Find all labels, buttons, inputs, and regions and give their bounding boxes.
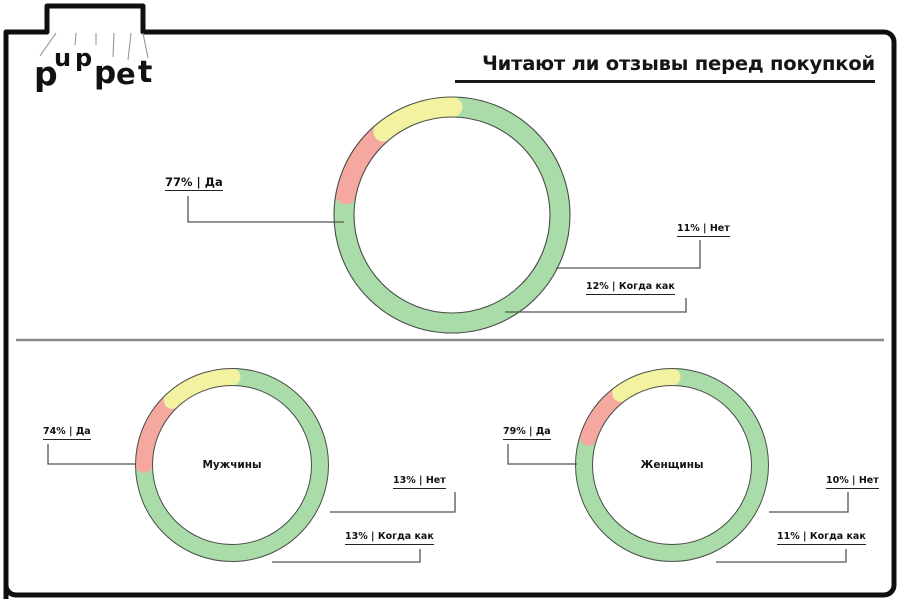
center-label-women: Женщины	[640, 459, 704, 471]
logo-letter-p2: p	[75, 44, 92, 72]
segment-women-no[interactable]	[580, 388, 625, 446]
segment-overall-sometimes[interactable]	[373, 96, 463, 142]
callout-men-sometimes[interactable]: 13% | Когда как	[345, 531, 434, 545]
segment-women-sometimes[interactable]	[612, 368, 681, 402]
logo-letter-u: u	[54, 44, 71, 72]
callout-overall-sometimes[interactable]: 12% | Когда как	[586, 281, 675, 295]
title-underline	[455, 80, 875, 83]
callout-women-no[interactable]: 10% | Нет	[826, 475, 879, 489]
donut-overall	[333, 96, 571, 334]
logo-letter-p3: p	[94, 55, 116, 91]
page-title: Читают ли отзывы перед покупкой	[482, 52, 875, 75]
callout-overall-no[interactable]: 11% | Нет	[677, 223, 730, 237]
callout-women-sometimes[interactable]: 11% | Когда как	[777, 531, 866, 545]
center-label-men: Мужчины	[202, 459, 262, 471]
segment-overall-no[interactable]	[335, 125, 389, 205]
callout-men-yes[interactable]: 74% | Да	[43, 426, 91, 440]
callout-men-no[interactable]: 13% | Нет	[393, 475, 446, 489]
brand-logo[interactable]: p u p p e t	[34, 43, 234, 93]
logo-letter-p1: p	[34, 54, 58, 93]
segment-overall-yes[interactable]	[344, 107, 560, 323]
logo-letter-t: t	[138, 55, 152, 90]
callout-overall-yes[interactable]: 77% | Да	[165, 175, 223, 192]
segment-men-no[interactable]	[135, 396, 177, 473]
logo-letter-e: e	[116, 57, 136, 91]
frame-outline	[3, 3, 897, 599]
callout-women-yes[interactable]: 79% | Да	[503, 426, 551, 440]
segment-men-sometimes[interactable]	[163, 368, 241, 409]
